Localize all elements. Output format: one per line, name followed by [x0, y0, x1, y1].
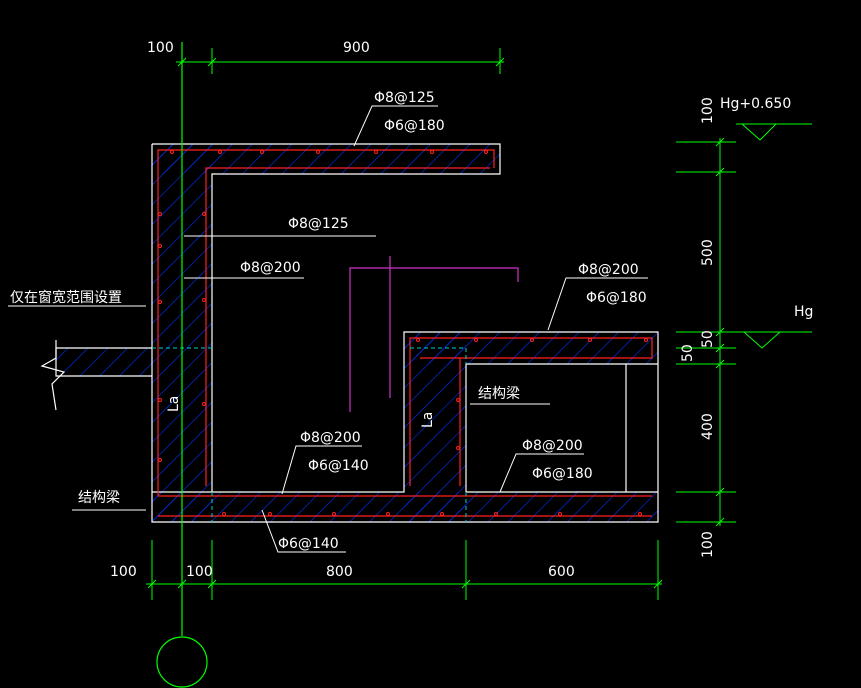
label-sill-dist: Φ6@180	[586, 290, 647, 306]
label-wall-vert: Φ8@125	[288, 216, 349, 232]
magenta-guides	[349, 256, 519, 412]
grid-axis	[156, 42, 208, 688]
label-right-main: Φ8@200	[522, 438, 583, 454]
rebar-lines	[157, 149, 653, 517]
dimension-lines	[146, 48, 812, 600]
rebar-dots	[158, 150, 648, 516]
note-struct-beam-left: 结构梁	[78, 490, 120, 506]
dim-right-top: 100	[700, 97, 716, 124]
dim-bottom-col: 100	[186, 564, 213, 580]
dim-bottom-span: 800	[326, 564, 353, 580]
level-mid: Hg	[794, 304, 813, 320]
label-base-bottom: Φ6@140	[278, 536, 339, 552]
notes: 仅在窗宽范围设置 结构梁 结构梁 La La	[10, 289, 520, 506]
note-window-width: 仅在窗宽范围设置	[10, 289, 122, 306]
dim-bottom-right: 600	[548, 564, 575, 580]
label-sill-main: Φ8@200	[578, 262, 639, 278]
label-top-dist: Φ6@180	[384, 118, 445, 134]
rebar-labels: Φ8@125 Φ6@180 Φ8@125 Φ8@200 Φ8@200 Φ6@18…	[240, 90, 647, 552]
note-la-right: La	[420, 412, 436, 428]
label-top-main: Φ8@125	[374, 90, 435, 106]
label-base-main: Φ8@200	[300, 430, 361, 446]
axis-bubble	[156, 636, 208, 688]
note-la-left: La	[166, 396, 182, 412]
label-base-dist: Φ6@140	[308, 458, 369, 474]
dim-right-step: 50	[680, 344, 696, 362]
dim-right-mid: 500	[700, 239, 716, 266]
dim-bottom-left: 100	[110, 564, 137, 580]
label-wall-horiz: Φ8@200	[240, 260, 301, 276]
label-right-dist: Φ6@180	[532, 466, 593, 482]
leader-lines	[8, 105, 648, 553]
dim-top-left: 100	[147, 40, 174, 56]
dim-right-lower: 400	[700, 413, 716, 440]
dimension-labels: 100 900 100 100 800 600 100 500 50 50 40…	[110, 40, 813, 580]
dim-top-main: 900	[343, 40, 370, 56]
dim-right-bottom: 100	[700, 531, 716, 558]
level-top: Hg+0.650	[720, 96, 791, 112]
section-outline	[40, 143, 659, 523]
dim-right-step2: 50	[700, 330, 716, 348]
note-struct-beam-right: 结构梁	[478, 386, 520, 402]
